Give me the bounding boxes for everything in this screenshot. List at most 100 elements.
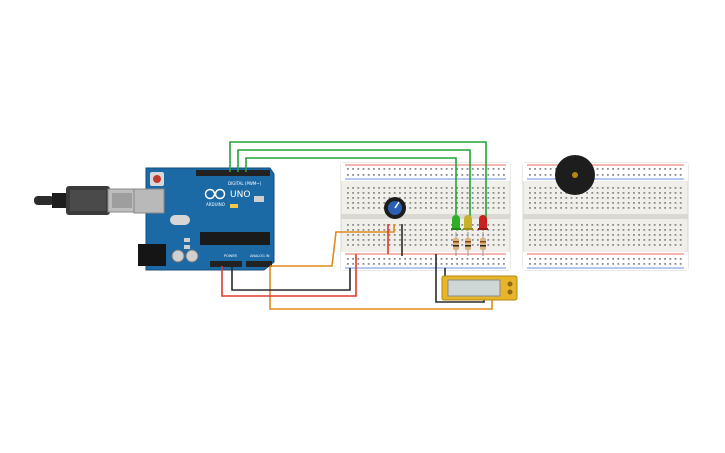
breadboard-hole[interactable] [503, 244, 505, 246]
breadboard-hole[interactable] [451, 202, 453, 204]
breadboard-hole[interactable] [653, 197, 656, 199]
breadboard-hole[interactable] [534, 239, 536, 241]
breadboard-hole[interactable] [622, 168, 625, 170]
breadboard-hole[interactable] [638, 258, 640, 260]
breadboard-hole[interactable] [471, 234, 474, 236]
breadboard-hole[interactable] [570, 197, 573, 199]
breadboard-hole[interactable] [425, 168, 427, 170]
breadboard-hole[interactable] [534, 244, 536, 246]
breadboard-hole[interactable] [409, 224, 412, 226]
breadboard-hole[interactable] [534, 229, 536, 231]
breadboard-hole[interactable] [653, 244, 656, 246]
breadboard-hole[interactable] [570, 207, 573, 209]
breadboard-hole[interactable] [664, 229, 666, 231]
breadboard-hole[interactable] [544, 197, 547, 199]
breadboard-hole[interactable] [669, 263, 672, 265]
breadboard-hole[interactable] [633, 244, 635, 246]
breadboard-hole[interactable] [393, 263, 396, 265]
breadboard-hole[interactable] [612, 207, 614, 209]
breadboard-hole[interactable] [529, 258, 531, 260]
breadboard-hole[interactable] [383, 229, 386, 231]
breadboard-hole[interactable] [414, 174, 417, 176]
breadboard-hole[interactable] [383, 174, 386, 176]
arduino-board[interactable]: UNO ARDUINO DIGITAL (PWM~) POWER ANALOG … [133, 167, 275, 271]
breadboard-hole[interactable] [487, 192, 490, 194]
breadboard-hole[interactable] [659, 258, 661, 260]
breadboard-hole[interactable] [461, 174, 464, 176]
breadboard-hole[interactable] [565, 197, 568, 199]
breadboard-hole[interactable] [409, 192, 412, 194]
breadboard-hole[interactable] [659, 229, 661, 231]
breadboard-hole[interactable] [367, 174, 370, 176]
breadboard-hole[interactable] [477, 187, 479, 189]
breadboard-hole[interactable] [669, 174, 672, 176]
breadboard-hole[interactable] [378, 258, 380, 260]
breadboard-hole[interactable] [643, 263, 646, 265]
breadboard-hole[interactable] [633, 192, 635, 194]
breadboard-hole[interactable] [362, 234, 365, 236]
breadboard-hole[interactable] [373, 202, 375, 204]
breadboard-hole[interactable] [347, 192, 349, 194]
breadboard-hole[interactable] [497, 187, 500, 189]
breadboard-hole[interactable] [393, 258, 396, 260]
breadboard-hole[interactable] [487, 197, 490, 199]
lcd-module[interactable] [441, 275, 518, 301]
breadboard-hole[interactable] [352, 174, 354, 176]
breadboard-hole[interactable] [430, 207, 432, 209]
breadboard-hole[interactable] [544, 234, 547, 236]
breadboard-hole[interactable] [430, 187, 432, 189]
breadboard-hole[interactable] [534, 263, 536, 265]
breadboard-hole[interactable] [586, 224, 588, 226]
breadboard-hole[interactable] [471, 168, 474, 170]
breadboard-hole[interactable] [648, 258, 651, 260]
breadboard-hole[interactable] [674, 174, 677, 176]
breadboard-hole[interactable] [461, 258, 464, 260]
breadboard-hole[interactable] [471, 207, 474, 209]
breadboard-hole[interactable] [669, 168, 672, 170]
breadboard-hole[interactable] [367, 168, 370, 170]
breadboard-hole[interactable] [560, 239, 562, 241]
breadboard-hole[interactable] [596, 187, 599, 189]
wire-black-gnd[interactable] [231, 266, 351, 291]
breadboard-hole[interactable] [549, 239, 552, 241]
breadboard-hole[interactable] [555, 263, 557, 265]
breadboard-hole[interactable] [596, 168, 599, 170]
breadboard-hole[interactable] [648, 229, 651, 231]
breadboard-hole[interactable] [555, 192, 557, 194]
breadboard-hole[interactable] [549, 207, 552, 209]
breadboard-hole[interactable] [451, 168, 453, 170]
breadboard-hole[interactable] [503, 224, 505, 226]
breadboard-hole[interactable] [430, 263, 432, 265]
breadboard-hole[interactable] [487, 263, 490, 265]
breadboard-hole[interactable] [570, 202, 573, 204]
breadboard-hole[interactable] [404, 229, 406, 231]
breadboard-hole[interactable] [357, 174, 360, 176]
breadboard-hole[interactable] [633, 168, 635, 170]
breadboard-hole[interactable] [425, 207, 427, 209]
breadboard-hole[interactable] [544, 168, 547, 170]
breadboard-hole[interactable] [435, 229, 438, 231]
breadboard-hole[interactable] [664, 258, 666, 260]
breadboard-hole[interactable] [414, 229, 417, 231]
breadboard-hole[interactable] [367, 197, 370, 199]
breadboard-hole[interactable] [352, 187, 354, 189]
breadboard-hole[interactable] [575, 197, 578, 199]
breadboard-hole[interactable] [664, 192, 666, 194]
breadboard-hole[interactable] [679, 258, 682, 260]
breadboard-hole[interactable] [627, 234, 630, 236]
breadboard-hole[interactable] [419, 239, 422, 241]
breadboard-hole[interactable] [435, 224, 438, 226]
breadboard-hole[interactable] [653, 174, 656, 176]
breadboard-hole[interactable] [529, 192, 531, 194]
breadboard-hole[interactable] [357, 187, 360, 189]
breadboard-hole[interactable] [648, 187, 651, 189]
breadboard-hole[interactable] [612, 187, 614, 189]
breadboard-hole[interactable] [575, 224, 578, 226]
breadboard-hole[interactable] [378, 229, 380, 231]
breadboard-hole[interactable] [607, 244, 609, 246]
breadboard-hole[interactable] [617, 187, 620, 189]
breadboard-hole[interactable] [659, 224, 661, 226]
breadboard-hole[interactable] [581, 244, 583, 246]
breadboard-hole[interactable] [419, 197, 422, 199]
breadboard-hole[interactable] [575, 263, 578, 265]
